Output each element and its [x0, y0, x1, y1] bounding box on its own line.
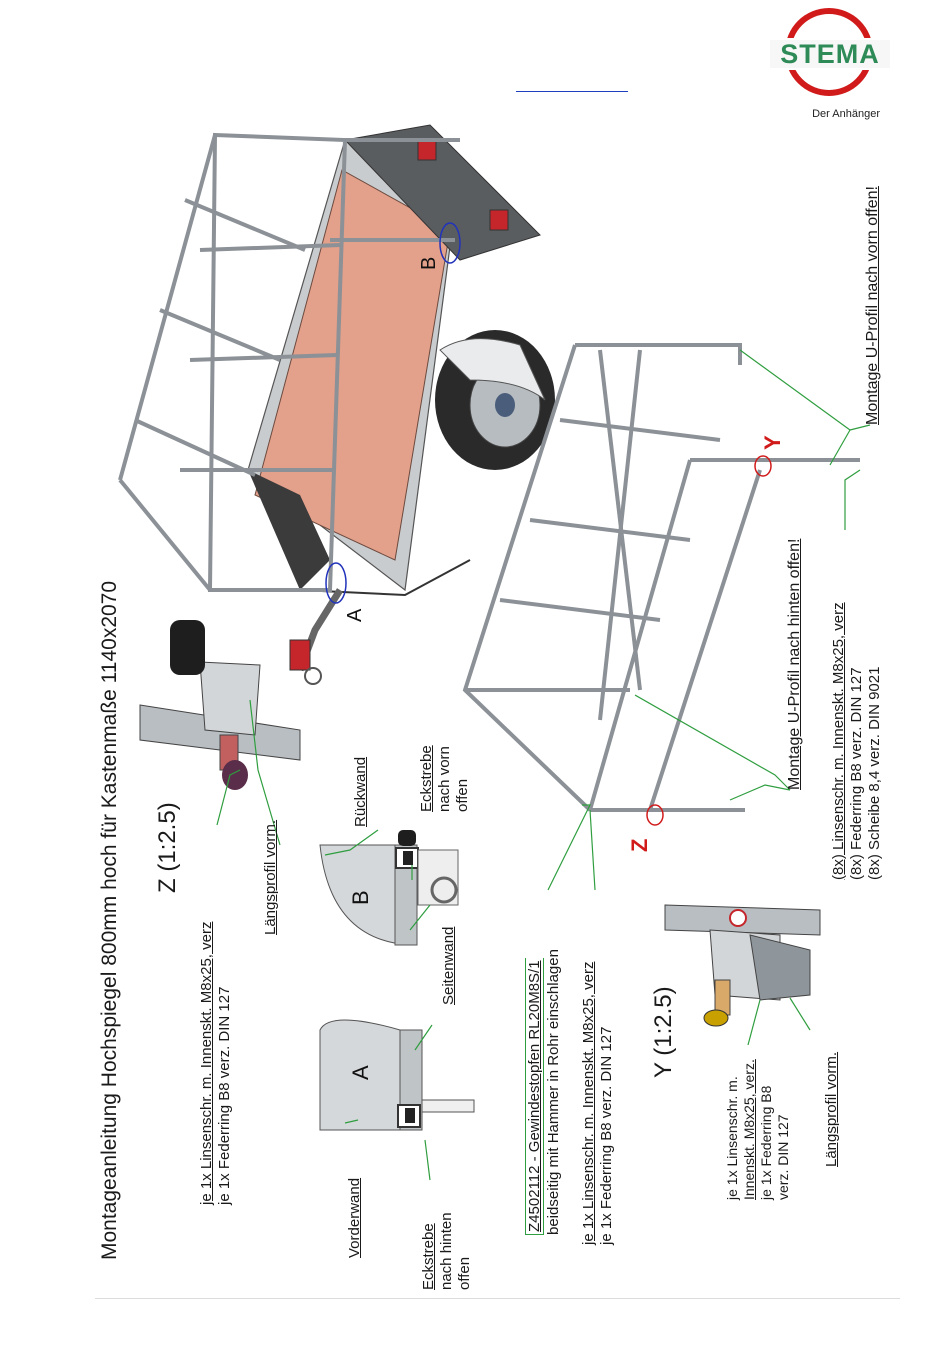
link-underline: [516, 91, 628, 92]
eckstrebe-vorn-line-3: offen: [454, 778, 471, 812]
exploded-frame: [462, 343, 860, 812]
y-marker-letter: Y: [760, 435, 785, 450]
callout-lines: [216, 349, 871, 1181]
view-y-label: Y (1:2.5): [650, 986, 677, 1078]
y-screw-line-2: Innenskt. M8x25, verz.: [741, 1059, 757, 1200]
logo-brand: STEMA: [780, 39, 880, 69]
z-laengsprofil-label: Längsprofil vorm.: [262, 819, 279, 935]
detail-a-letter: A: [348, 1065, 373, 1080]
y-screw-line-1: je 1x Linsenschr. m.: [724, 1076, 740, 1200]
vorderwand-label: Vorderwand: [346, 1177, 363, 1258]
y-screw-line-3: je 1x Federring B8: [758, 1085, 774, 1200]
mounted-frame: [118, 132, 460, 592]
main-b-letter: B: [418, 256, 440, 270]
y-screw-line-4: verz. DIN 127: [775, 1114, 791, 1200]
logo-emblem-icon: [765, 8, 895, 96]
detail-y-drawing: [664, 904, 821, 1027]
z-screw-line-2: je 1x Federring B8 verz. DIN 127: [216, 986, 233, 1205]
hardware-set-line-3: (8x) Scheibe 8,4 verz. DIN 9021: [866, 666, 883, 880]
eckstrebe-vorn-line-1: Eckstrebe: [418, 745, 435, 812]
z450-line-1: Z4502112 - Gewindestopfen RL20M8S/1: [525, 958, 545, 1235]
montage-vorn-label: Montage U-Profil nach vorn offen!: [864, 186, 881, 425]
y-laengsprofil-label: Längsprofil vorm.: [823, 1051, 840, 1167]
trailer-body: [247, 124, 555, 685]
detail-b-letter: B: [348, 890, 373, 905]
view-z-label: Z (1:2.5): [154, 802, 181, 893]
detail-z-drawing: [139, 620, 301, 790]
page-title: Montageanleitung Hochspiegel 800mm hoch …: [98, 580, 121, 1260]
main-a-letter: A: [344, 608, 366, 622]
eckstrebe-vorn-line-2: nach vorn: [436, 746, 453, 812]
hardware-set-line-2: (8x) Federring B8 verz. DIN 127: [848, 667, 865, 880]
stema-logo: STEMA Der Anhänger: [765, 0, 895, 128]
detail-a-drawing: [319, 1019, 475, 1131]
footer-divider: [95, 1298, 900, 1299]
montage-hinten-label: Montage U-Profil nach hinten offen!: [786, 538, 803, 790]
eckstrebe-hinten-line-3: offen: [456, 1256, 473, 1290]
seitenwand-label: Seitenwand: [440, 926, 457, 1005]
mid-screw-line-1: je 1x Linsenschr. m. Innenskt. M8x25, ve…: [580, 961, 597, 1245]
hardware-set-line-1: (8x) Linsenschr. m. Innenskt. M8x25, ver…: [830, 602, 847, 880]
eckstrebe-hinten-line-1: Eckstrebe: [420, 1223, 437, 1290]
mid-screw-line-2: je 1x Federring B8 verz. DIN 127: [598, 1026, 615, 1245]
z-screw-line-1: je 1x Linsenschr. m. Innenskt. M8x25, ve…: [198, 921, 215, 1205]
rueckwand-label: Rückwand: [352, 756, 369, 827]
z-marker-letter: Z: [627, 838, 652, 852]
detail-markers-blue: [325, 222, 461, 604]
eckstrebe-hinten-line-2: nach hinten: [438, 1212, 455, 1290]
logo-tagline: Der Anhänger: [812, 108, 880, 120]
z450-line-2: beidseitig mit Hammer in Rohr einschlage…: [545, 949, 562, 1235]
detail-b-drawing: [319, 830, 459, 946]
detail-markers-red: [646, 455, 772, 826]
